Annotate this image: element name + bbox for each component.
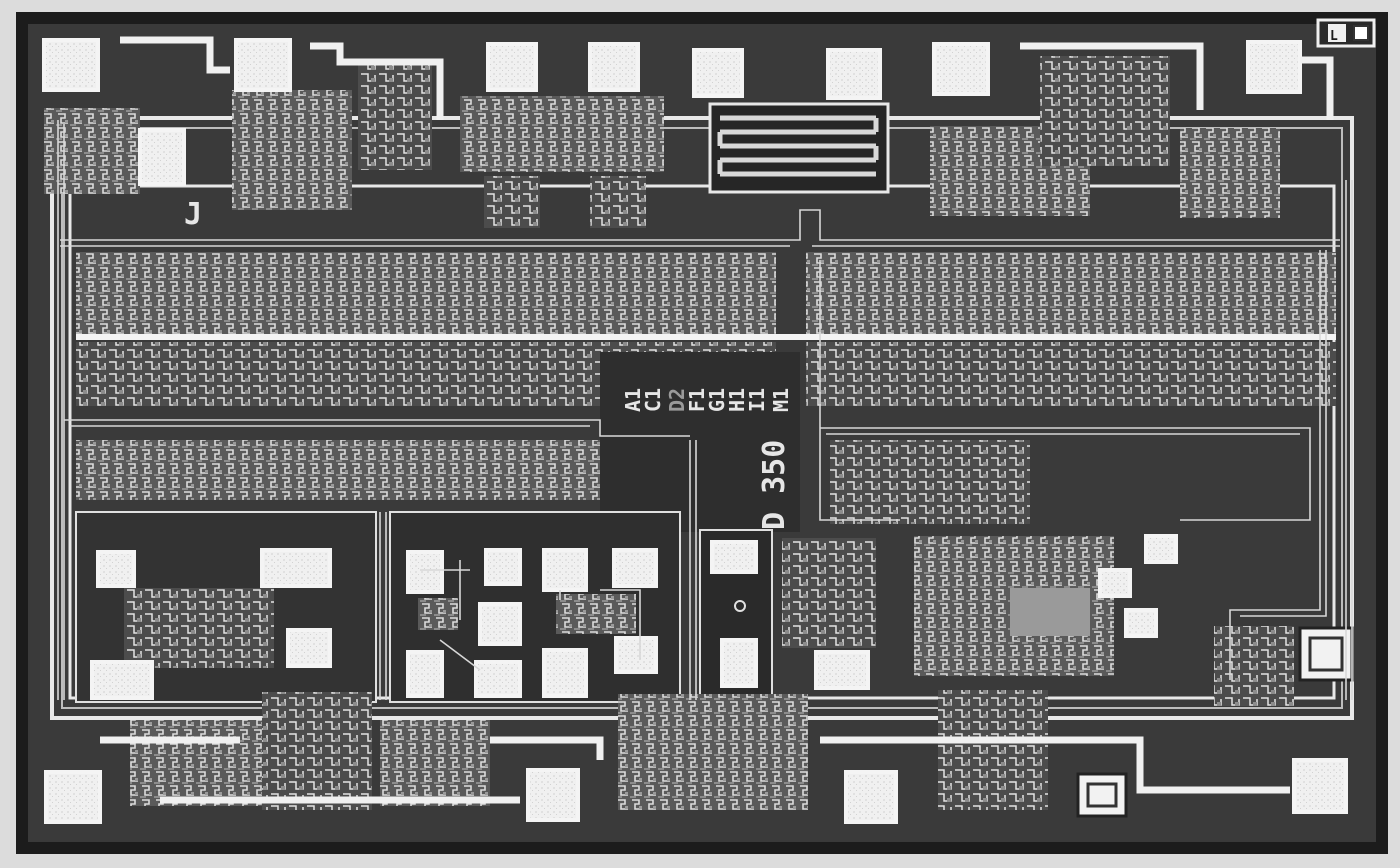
mask-label: A1: [621, 388, 645, 412]
signal-traces: [57, 120, 1353, 700]
mask-label: M1: [769, 388, 793, 412]
logic-row-lower: [76, 440, 1030, 524]
mask-label: D2: [665, 388, 689, 412]
resistor-array: [708, 102, 890, 194]
corner-mark-top-right: L: [1330, 29, 1338, 44]
mask-label: I1: [745, 388, 769, 412]
power-traces: [100, 36, 1334, 804]
top-blocks: [44, 56, 1280, 228]
bottom-blocks: [130, 690, 1048, 810]
corner-mark-top-left: J: [184, 197, 202, 232]
mask-label: F1: [685, 388, 709, 412]
mask-label: C1: [641, 388, 665, 412]
label-field: [600, 352, 800, 532]
framed-pads: [1076, 626, 1354, 818]
mask-label: H1: [725, 388, 749, 412]
mask-labels: A1 C1 D2 F1 G1 H1 I1 M1: [621, 388, 793, 412]
part-number: D 350: [757, 440, 792, 530]
mask-label: G1: [705, 388, 729, 412]
bond-pads: [42, 38, 1348, 824]
